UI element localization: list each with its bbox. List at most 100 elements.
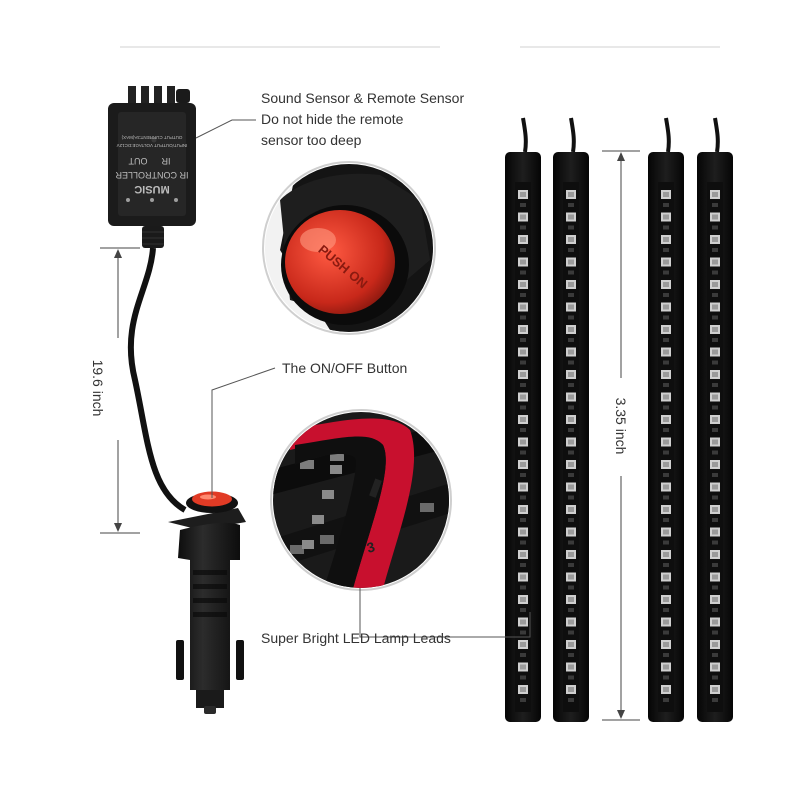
- led-chip-core: [663, 372, 669, 377]
- led-chip-core: [568, 214, 574, 220]
- led-chip-core: [520, 507, 526, 512]
- led-chip-core: [568, 372, 574, 377]
- led-chip-core: [712, 327, 718, 332]
- led-chip-core: [568, 192, 574, 197]
- resistor: [520, 270, 526, 275]
- led-chip-core: [663, 417, 669, 422]
- resistor: [568, 405, 574, 410]
- led-chip-core: [663, 439, 669, 445]
- resistor: [663, 315, 669, 320]
- resistor: [520, 360, 526, 365]
- led-chip-core: [520, 282, 526, 287]
- resistor: [520, 630, 526, 635]
- resistor: [520, 495, 526, 500]
- ir-controller-box: MUSIC IR CONTROLLER IR OUT INPUT/OUTPUT …: [108, 86, 196, 248]
- resistor: [712, 608, 718, 612]
- resistor: [712, 338, 718, 342]
- sensor-callout-line-3: sensor too deep: [261, 132, 362, 148]
- controller-line-b: IR: [161, 156, 171, 166]
- resistor: [520, 338, 526, 342]
- resistor: [568, 698, 574, 702]
- resistor: [568, 428, 574, 432]
- resistor: [568, 383, 574, 387]
- led-chip-core: [712, 552, 718, 557]
- resistor: [712, 585, 718, 590]
- led-chip-core: [712, 619, 718, 625]
- resistor: [663, 405, 669, 410]
- led-chip-core: [663, 574, 669, 580]
- resistor: [663, 248, 669, 252]
- resistor: [520, 248, 526, 252]
- cable-length-label: 19.6 inch: [90, 359, 106, 417]
- resistor: [568, 608, 574, 612]
- controller-fine-print-2: OUTPUT CURRENT:3A(MAX): [121, 135, 182, 140]
- resistor: [520, 563, 526, 567]
- resistor: [712, 518, 718, 522]
- lamp-leads-zoom: 3: [270, 409, 452, 591]
- led-chip-core: [663, 642, 669, 647]
- led-chip-core: [568, 237, 574, 242]
- resistor: [520, 203, 526, 207]
- resistor: [663, 428, 669, 432]
- resistor: [568, 315, 574, 320]
- resistor: [568, 248, 574, 252]
- resistor: [663, 495, 669, 500]
- resistor: [568, 585, 574, 590]
- led-chip-core: [520, 574, 526, 580]
- led-chip-core: [568, 462, 574, 467]
- led-chip-core: [712, 417, 718, 422]
- sensor-callout-line-2: Do not hide the remote: [261, 111, 404, 127]
- on-off-button-label: The ON/OFF Button: [282, 360, 408, 376]
- led-chip-core: [663, 214, 669, 220]
- led-chip-core: [520, 327, 526, 332]
- resistor: [663, 608, 669, 612]
- led-chip-core: [663, 597, 669, 602]
- led-chip-core: [712, 192, 718, 197]
- resistor: [663, 675, 669, 680]
- led-chip-core: [663, 237, 669, 242]
- led-chip-core: [663, 192, 669, 197]
- resistor: [663, 473, 669, 477]
- led-chip-core: [568, 619, 574, 625]
- strip-length-label: 3.35 inch: [613, 397, 629, 455]
- led-chip-core: [712, 507, 718, 512]
- led-chip-core: [663, 664, 669, 670]
- car-cigarette-plug: [168, 491, 246, 714]
- resistor: [568, 495, 574, 500]
- resistor: [520, 225, 526, 230]
- strip-length-dimension: [602, 150, 640, 721]
- led-chip-core: [663, 529, 669, 535]
- led-chip-core: [712, 484, 718, 490]
- controller-line-a: IR CONTROLLER: [115, 170, 189, 180]
- led-chip-core: [568, 349, 574, 355]
- resistor: [568, 473, 574, 477]
- resistor: [520, 608, 526, 612]
- resistor: [663, 360, 669, 365]
- resistor: [568, 293, 574, 297]
- controller-brand: MUSIC: [134, 183, 170, 195]
- led-chip-core: [568, 484, 574, 490]
- led-chip-core: [712, 394, 718, 400]
- led-strips: [505, 117, 733, 722]
- led-chip-core: [663, 349, 669, 355]
- led-chip-core: [520, 259, 526, 265]
- led-chip-core: [568, 642, 574, 647]
- resistor: [520, 675, 526, 680]
- led-strip: [505, 117, 541, 722]
- led-leads-label: Super Bright LED Lamp Leads: [261, 630, 451, 646]
- resistor: [520, 653, 526, 657]
- led-chip-core: [568, 687, 574, 692]
- led-chip-core: [520, 192, 526, 197]
- led-chip-core: [568, 507, 574, 512]
- resistor: [663, 383, 669, 387]
- led-chip-core: [712, 439, 718, 445]
- resistor: [712, 563, 718, 567]
- resistor: [568, 450, 574, 455]
- resistor: [663, 203, 669, 207]
- led-chip-core: [568, 327, 574, 332]
- resistor: [520, 540, 526, 545]
- resistor: [520, 293, 526, 297]
- led-chip-core: [520, 552, 526, 557]
- led-chip-core: [520, 597, 526, 602]
- resistor: [712, 225, 718, 230]
